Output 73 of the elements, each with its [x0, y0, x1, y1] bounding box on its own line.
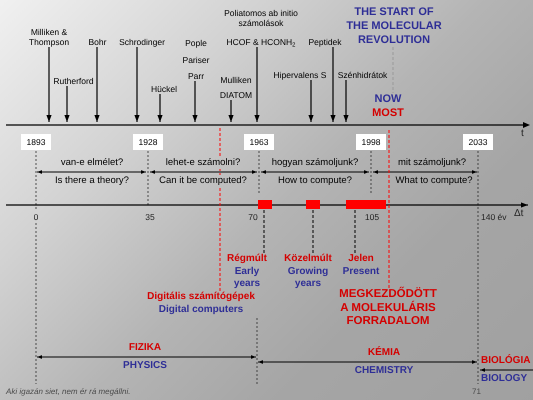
arrow — [46, 47, 52, 122]
milestone-label: Digitális számítógépek — [146, 291, 256, 304]
period-name: Early years — [232, 266, 262, 290]
period-question: What to compute? — [395, 175, 473, 187]
discipline-label: BIOLOGY — [481, 373, 528, 386]
event-label: Mulliken — [219, 75, 253, 85]
period-question: van-e elmélet? — [60, 157, 124, 169]
year-tag: 1998 — [356, 134, 386, 150]
arrow — [228, 100, 234, 122]
milestone-label: MEGKEZDŐDÖTT A MOLEKULÁRIS FORRADALOM — [336, 288, 440, 328]
arrow — [343, 80, 349, 122]
event-label: HCOF & HCONH$_{2}$ — [226, 37, 296, 47]
event-label: Poliatomos ab initio számolások — [223, 8, 299, 28]
revolution-heading: THE START OF THE MOLECULAR REVOLUTION — [344, 5, 444, 47]
period-name: Régmúlt — [226, 253, 268, 266]
period-name: Közelmúlt — [283, 253, 333, 266]
event-label: Parr — [186, 71, 206, 81]
year-tag: 1893 — [21, 134, 51, 150]
period-bar — [306, 200, 320, 209]
arrow — [192, 81, 198, 122]
period-question: mit számoljunk? — [398, 157, 466, 169]
axis-label: Δt — [514, 208, 524, 219]
discipline-label: FIZIKA — [128, 342, 162, 354]
event-label: Pariser — [182, 54, 210, 64]
tick-label: 35 — [145, 212, 155, 222]
discipline-label: CHEMISTRY — [354, 365, 414, 378]
time-axis — [6, 122, 530, 128]
leader-line — [388, 128, 390, 288]
discipline-label: PHYSICS — [123, 360, 167, 372]
time-marker-label: NOW — [374, 93, 402, 106]
leader-line — [312, 208, 314, 254]
event-label: Rutherford — [53, 76, 94, 86]
period-name: Growing years — [286, 266, 330, 290]
event-label: Hipervalens S — [272, 70, 328, 80]
time-marker-label: MOST — [372, 107, 404, 120]
year-tag: 2033 — [463, 134, 493, 150]
tick-label: 105 — [364, 212, 380, 222]
arrow — [134, 47, 140, 122]
arrow — [308, 80, 314, 122]
period-question: Is there a theory? — [55, 175, 129, 187]
arrow — [157, 94, 163, 122]
milestone-label: Digital computers — [158, 304, 244, 316]
axis-label: t — [521, 128, 524, 139]
discipline-label: KÉMIA — [368, 347, 400, 360]
event-label: Szénhidrátok — [336, 70, 389, 80]
event-label: Milliken & Thompson — [27, 27, 71, 47]
period-question: Can it be computed? — [159, 175, 247, 187]
discipline-label: BIOLÓGIA — [481, 355, 530, 368]
arrow — [254, 47, 260, 122]
footer-quote: Aki igazán siet, nem ér rá megállni. — [6, 387, 130, 397]
period-bar — [258, 200, 272, 209]
tick-label: 0 — [34, 212, 38, 222]
arrow — [330, 47, 336, 122]
period-question: hogyan számoljunk? — [272, 157, 358, 169]
event-label: Bohr — [87, 37, 108, 47]
event-label: Pople — [184, 38, 208, 48]
event-label: Peptidek — [307, 37, 343, 47]
tick-label: 70 — [248, 212, 258, 222]
period-bar — [346, 200, 386, 209]
event-label: Hückel — [150, 84, 178, 94]
period-question: How to compute? — [278, 175, 352, 187]
period-question: lehet-e számolni? — [166, 157, 240, 169]
event-label: Schrodinger — [118, 37, 166, 47]
event-label: DIATOM — [218, 90, 254, 100]
leader-line — [354, 208, 356, 254]
arrow — [64, 86, 70, 122]
tick-label: 140 év — [481, 212, 507, 222]
year-tag: 1928 — [133, 134, 163, 150]
year-tag: 1963 — [244, 134, 274, 150]
arrow — [94, 47, 100, 122]
period-name: Jelen — [347, 253, 375, 266]
period-name: Present — [342, 266, 380, 278]
page-number: 71 — [472, 387, 481, 397]
